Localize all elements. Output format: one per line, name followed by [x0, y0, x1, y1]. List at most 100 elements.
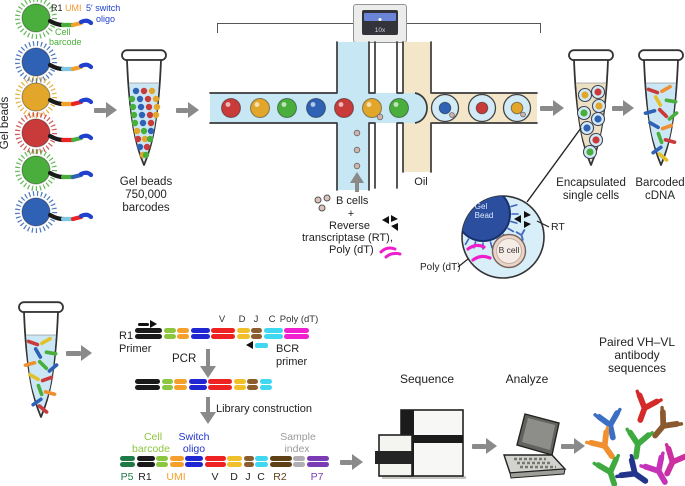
- segment: [136, 456, 155, 467]
- arrow-right-icon: [94, 102, 117, 118]
- primer-arrow-head: [150, 320, 157, 328]
- gel-bead-label-1: Gel: [474, 202, 488, 211]
- tube3-label-1: Barcoded: [635, 177, 685, 189]
- antibody-icon: [664, 442, 685, 477]
- segment: [177, 328, 189, 339]
- segment: [263, 328, 283, 339]
- segment: [211, 328, 235, 339]
- instrument-stripe: [364, 13, 396, 21]
- label-cell-1: Cell: [55, 27, 71, 37]
- result-label-2: antibody: [614, 348, 660, 362]
- chip-contents: [221, 93, 532, 170]
- tube-contents: [128, 87, 161, 159]
- gel-bead: [15, 112, 94, 154]
- instrument-logo: 10x: [374, 27, 386, 34]
- tube2-label-1: Encapsulated: [556, 177, 626, 189]
- gel-bead: [15, 191, 94, 233]
- bcr-label-1: BCR: [276, 343, 300, 355]
- segment: [161, 379, 173, 390]
- sequence-label: Sequence: [399, 372, 455, 386]
- encapsulated-cells-tube: [568, 49, 614, 166]
- tube-contents: [643, 84, 679, 162]
- microfluidic-chip: [209, 41, 538, 191]
- row1-label-c: C: [268, 314, 276, 325]
- antibody-transcript-icon: [515, 229, 526, 241]
- poly-dt-label: Poly (dT): [329, 244, 374, 256]
- row1-label-d: D: [238, 314, 246, 325]
- library-construction-label: Library construction: [216, 403, 312, 415]
- antibody-cluster: [584, 389, 685, 486]
- antibody-icon: [635, 389, 663, 423]
- segment: [169, 456, 184, 467]
- row1-label-v: V: [218, 314, 226, 325]
- arrow-down-icon: [200, 397, 216, 424]
- label-umi: UMI: [65, 3, 82, 13]
- segment: [255, 456, 268, 467]
- poly-dt-icon: [379, 246, 402, 259]
- library-row-1: [135, 328, 309, 339]
- rt-enzyme-icon: [514, 211, 531, 228]
- segment: [247, 379, 258, 390]
- gel-bead: [15, 0, 94, 39]
- pcr-label: PCR: [172, 353, 197, 365]
- cdna-input-tube: [18, 301, 64, 418]
- analyze-label: Analyze: [505, 372, 549, 386]
- tube-contents: [23, 336, 59, 414]
- chromium-instrument-icon: 10x: [353, 4, 407, 43]
- instrument-screen: 10x: [362, 10, 398, 35]
- rt-label: RT: [551, 221, 565, 233]
- droplet-nozzle: [414, 92, 428, 124]
- r2-label: R2: [273, 471, 287, 483]
- droplet-detail: [461, 195, 545, 279]
- result-label-1: Paired VH–VL: [598, 335, 676, 349]
- label-switch-1: 5′ switch: [86, 3, 121, 13]
- arrow-up-icon: [350, 172, 364, 192]
- primer-arrow-bar: [138, 323, 149, 326]
- cell-barcode-label-1: Cell: [143, 431, 163, 443]
- d-label: D: [230, 471, 238, 483]
- b-cells-icon: [314, 194, 331, 212]
- arrow-right-icon: [540, 100, 564, 116]
- tube2-label-2: single cells: [562, 190, 620, 202]
- switch-oligo-label-1: Switch: [178, 431, 210, 443]
- tube3-label-2: cDNA: [644, 190, 676, 202]
- arrow-right-icon: [472, 438, 497, 454]
- segment: [284, 328, 309, 339]
- sample-index-label-1: Sample: [280, 431, 316, 443]
- segment: [156, 456, 168, 467]
- channel-walls: [209, 41, 538, 191]
- r1-label: R1: [138, 471, 152, 483]
- arrow-right-icon: [612, 100, 634, 116]
- rt-enzyme-icon: [382, 215, 398, 231]
- segment: [236, 328, 250, 339]
- segment: [135, 379, 160, 390]
- segment: [185, 456, 203, 467]
- b-cell-nucleus: [496, 238, 522, 264]
- r1-primer-label-1: R1: [119, 330, 134, 342]
- reverse-label: Reverse: [329, 220, 370, 232]
- laptop-icon: [503, 413, 567, 479]
- gel-bead: [15, 41, 94, 83]
- arrow-right-icon: [340, 454, 363, 470]
- sequencer-icon: [375, 409, 466, 479]
- arrow-right-icon: [66, 345, 92, 361]
- antibody-icon: [652, 405, 684, 439]
- segment: [293, 456, 305, 467]
- segment: [233, 379, 246, 390]
- tube-contents: [576, 84, 607, 160]
- b-cell-label: B cell: [498, 245, 520, 255]
- library-row-3: [120, 456, 329, 467]
- c-label: C: [257, 471, 265, 483]
- segment: [163, 328, 176, 339]
- library-row-2: [135, 379, 272, 390]
- segment: [259, 379, 272, 390]
- barcoded-cdna-tube: [638, 49, 684, 166]
- antibody-icon: [639, 451, 668, 485]
- segment: [227, 456, 242, 467]
- antibody-icon: [615, 453, 649, 484]
- tube1-label-2: 750,000: [125, 189, 167, 201]
- segment: [208, 379, 232, 390]
- gel-beads-tube: [121, 49, 167, 166]
- row1-label-j: J: [253, 314, 259, 325]
- segment: [269, 456, 292, 467]
